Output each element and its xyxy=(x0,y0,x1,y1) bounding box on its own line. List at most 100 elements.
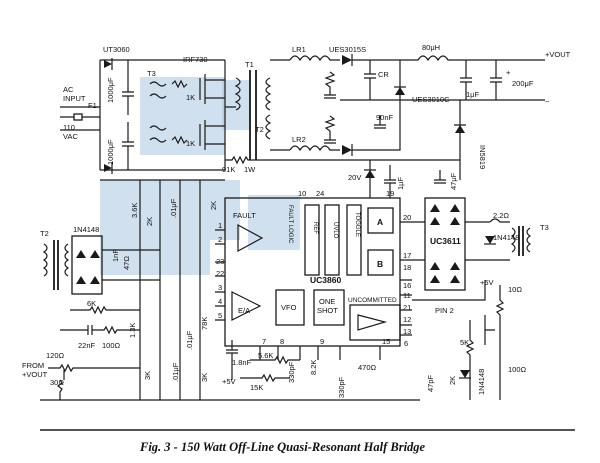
value-47uf: 47μF xyxy=(449,172,458,190)
value-78k: 78K xyxy=(200,317,209,330)
value-330pf-a: 330pF xyxy=(287,361,296,383)
label-cr: CR xyxy=(378,70,389,79)
pin-13: 13 xyxy=(403,327,411,336)
value-8-2k: 8.2K xyxy=(309,360,318,375)
pin-10: 10 xyxy=(298,189,306,198)
value-120ohm: 120Ω xyxy=(46,351,65,360)
value-100ohm-b: 100Ω xyxy=(508,365,527,374)
pin-2: 2 xyxy=(218,235,222,244)
value-1000uf-top: 1000μF xyxy=(106,77,115,103)
label-t3-left: T3 xyxy=(147,69,156,78)
value-3-6k: 3.6K xyxy=(130,203,139,218)
label-t2-mid: T2 xyxy=(255,125,264,134)
label-t1: T1 xyxy=(245,60,254,69)
label-pin2: PIN 2 xyxy=(435,306,454,315)
pin-11: 11 xyxy=(403,291,411,300)
label-t2-left: T2 xyxy=(40,229,49,238)
value-01uf-b: .01μF xyxy=(171,362,180,382)
value-470ohm: 470Ω xyxy=(358,363,377,372)
pin-22: 22 xyxy=(216,269,224,278)
label-uc3611: UC3611 xyxy=(430,236,461,246)
label-vac: VAC xyxy=(63,132,78,141)
uc3860-ic xyxy=(215,197,412,360)
value-1uf-out: 1μF xyxy=(466,90,479,99)
label-1n4148-right: 1N4148 xyxy=(493,233,519,242)
pin-16: 16 xyxy=(403,281,411,290)
value-1-8nf: 1.8nF xyxy=(232,358,252,367)
block-ea: E/A xyxy=(238,306,250,315)
block-toggle: TOGGLE xyxy=(354,212,360,237)
power-transformers xyxy=(225,59,290,165)
label-vout-pos: +VOUT xyxy=(545,50,571,59)
pin-6: 6 xyxy=(404,339,408,348)
output-section xyxy=(289,54,545,180)
value-1w: 1W xyxy=(244,165,256,174)
value-10ohm: 10Ω xyxy=(508,285,522,294)
value-80uh: 80μH xyxy=(422,43,440,52)
value-labels: 1000μF 1000μF 1K 1K 91K 1W 80μH 200μF 1μ… xyxy=(46,43,534,398)
pin-4: 4 xyxy=(218,297,222,306)
pin-24: 24 xyxy=(316,189,324,198)
block-a: A xyxy=(377,217,383,227)
block-uncommitted: UNCOMMITTED xyxy=(348,297,397,304)
ic-block-labels: FAULT E/A VFO ONE SHOT UNCOMMITTED A B R… xyxy=(233,205,397,315)
block-fault-logic: FAULT LOGIC xyxy=(287,205,293,244)
label-uc3860: UC3860 xyxy=(310,275,341,285)
block-shot: SHOT xyxy=(317,306,338,315)
pin-8: 8 xyxy=(280,337,284,346)
block-vfo: VFO xyxy=(281,303,297,312)
label-lr1: LR1 xyxy=(292,45,306,54)
left-drive-section xyxy=(40,179,420,401)
label-from: FROM xyxy=(22,361,44,370)
input-rectifier xyxy=(60,58,226,174)
value-2k-d: 2K xyxy=(448,376,457,385)
value-22nf: 22nF xyxy=(78,341,96,350)
pin-21: 21 xyxy=(403,303,411,312)
value-200uf: 200μF xyxy=(512,79,534,88)
label-lr2: LR2 xyxy=(292,135,306,144)
value-5k: 5K xyxy=(460,338,469,347)
block-one: ONE xyxy=(319,297,335,306)
value-100ohm-a: 100Ω xyxy=(102,341,121,350)
value-1k-top: 1K xyxy=(186,93,195,102)
pin-7: 7 xyxy=(262,337,266,346)
value-330pf-b: 330pF xyxy=(337,376,346,398)
label-vout-neg: − xyxy=(545,97,550,106)
value-20v: 20V xyxy=(348,173,361,182)
value-2k-a: 2K xyxy=(145,217,154,226)
pin-18: 18 xyxy=(403,263,411,272)
block-fault: FAULT xyxy=(233,211,256,220)
part-labels: UT3060 IRF730 UES3015S UES3010C IN5819 1… xyxy=(22,45,571,395)
pin-labels: 1 2 3 4 5 6 7 8 9 10 11 12 13 15 16 17 1… xyxy=(216,189,411,348)
value-01uf-a: .01μF xyxy=(169,198,178,218)
value-2k-b: 2K xyxy=(209,201,218,210)
label-110: 110 xyxy=(63,123,75,132)
label-t3-right: T3 xyxy=(540,223,549,232)
value-3k-a: 3K xyxy=(143,371,152,380)
value-1uf-mid: 1μF xyxy=(396,177,405,190)
uc3611-array xyxy=(412,197,532,291)
label-plus5v-bottom: +5V xyxy=(222,377,236,386)
value-47ohm: 47Ω xyxy=(122,256,131,270)
label-ues3015s: UES3015S xyxy=(329,45,366,54)
label-ut3060: UT3060 xyxy=(103,45,130,54)
label-plus-out: + xyxy=(506,68,511,77)
pin-15: 15 xyxy=(382,337,390,346)
value-1-3k: 1.3K xyxy=(128,323,137,338)
label-1n4148-left: 1N4148 xyxy=(73,225,99,234)
block-b: B xyxy=(377,259,383,269)
value-1000uf-bot: 1000μF xyxy=(106,139,115,165)
value-3k-b: 3K xyxy=(200,373,209,382)
block-uvlo: UVLO xyxy=(332,222,338,239)
label-input: INPUT xyxy=(63,94,86,103)
label-plus5v-right: +5V xyxy=(480,278,494,287)
pin-23: 23 xyxy=(216,257,224,266)
value-47pf: 47pF xyxy=(426,374,435,392)
label-f1: F1 xyxy=(88,101,97,110)
pin-5: 5 xyxy=(218,311,222,320)
pin-17: 17 xyxy=(403,251,411,260)
label-in5819: IN5819 xyxy=(478,145,487,169)
value-91k: 91K xyxy=(222,165,235,174)
